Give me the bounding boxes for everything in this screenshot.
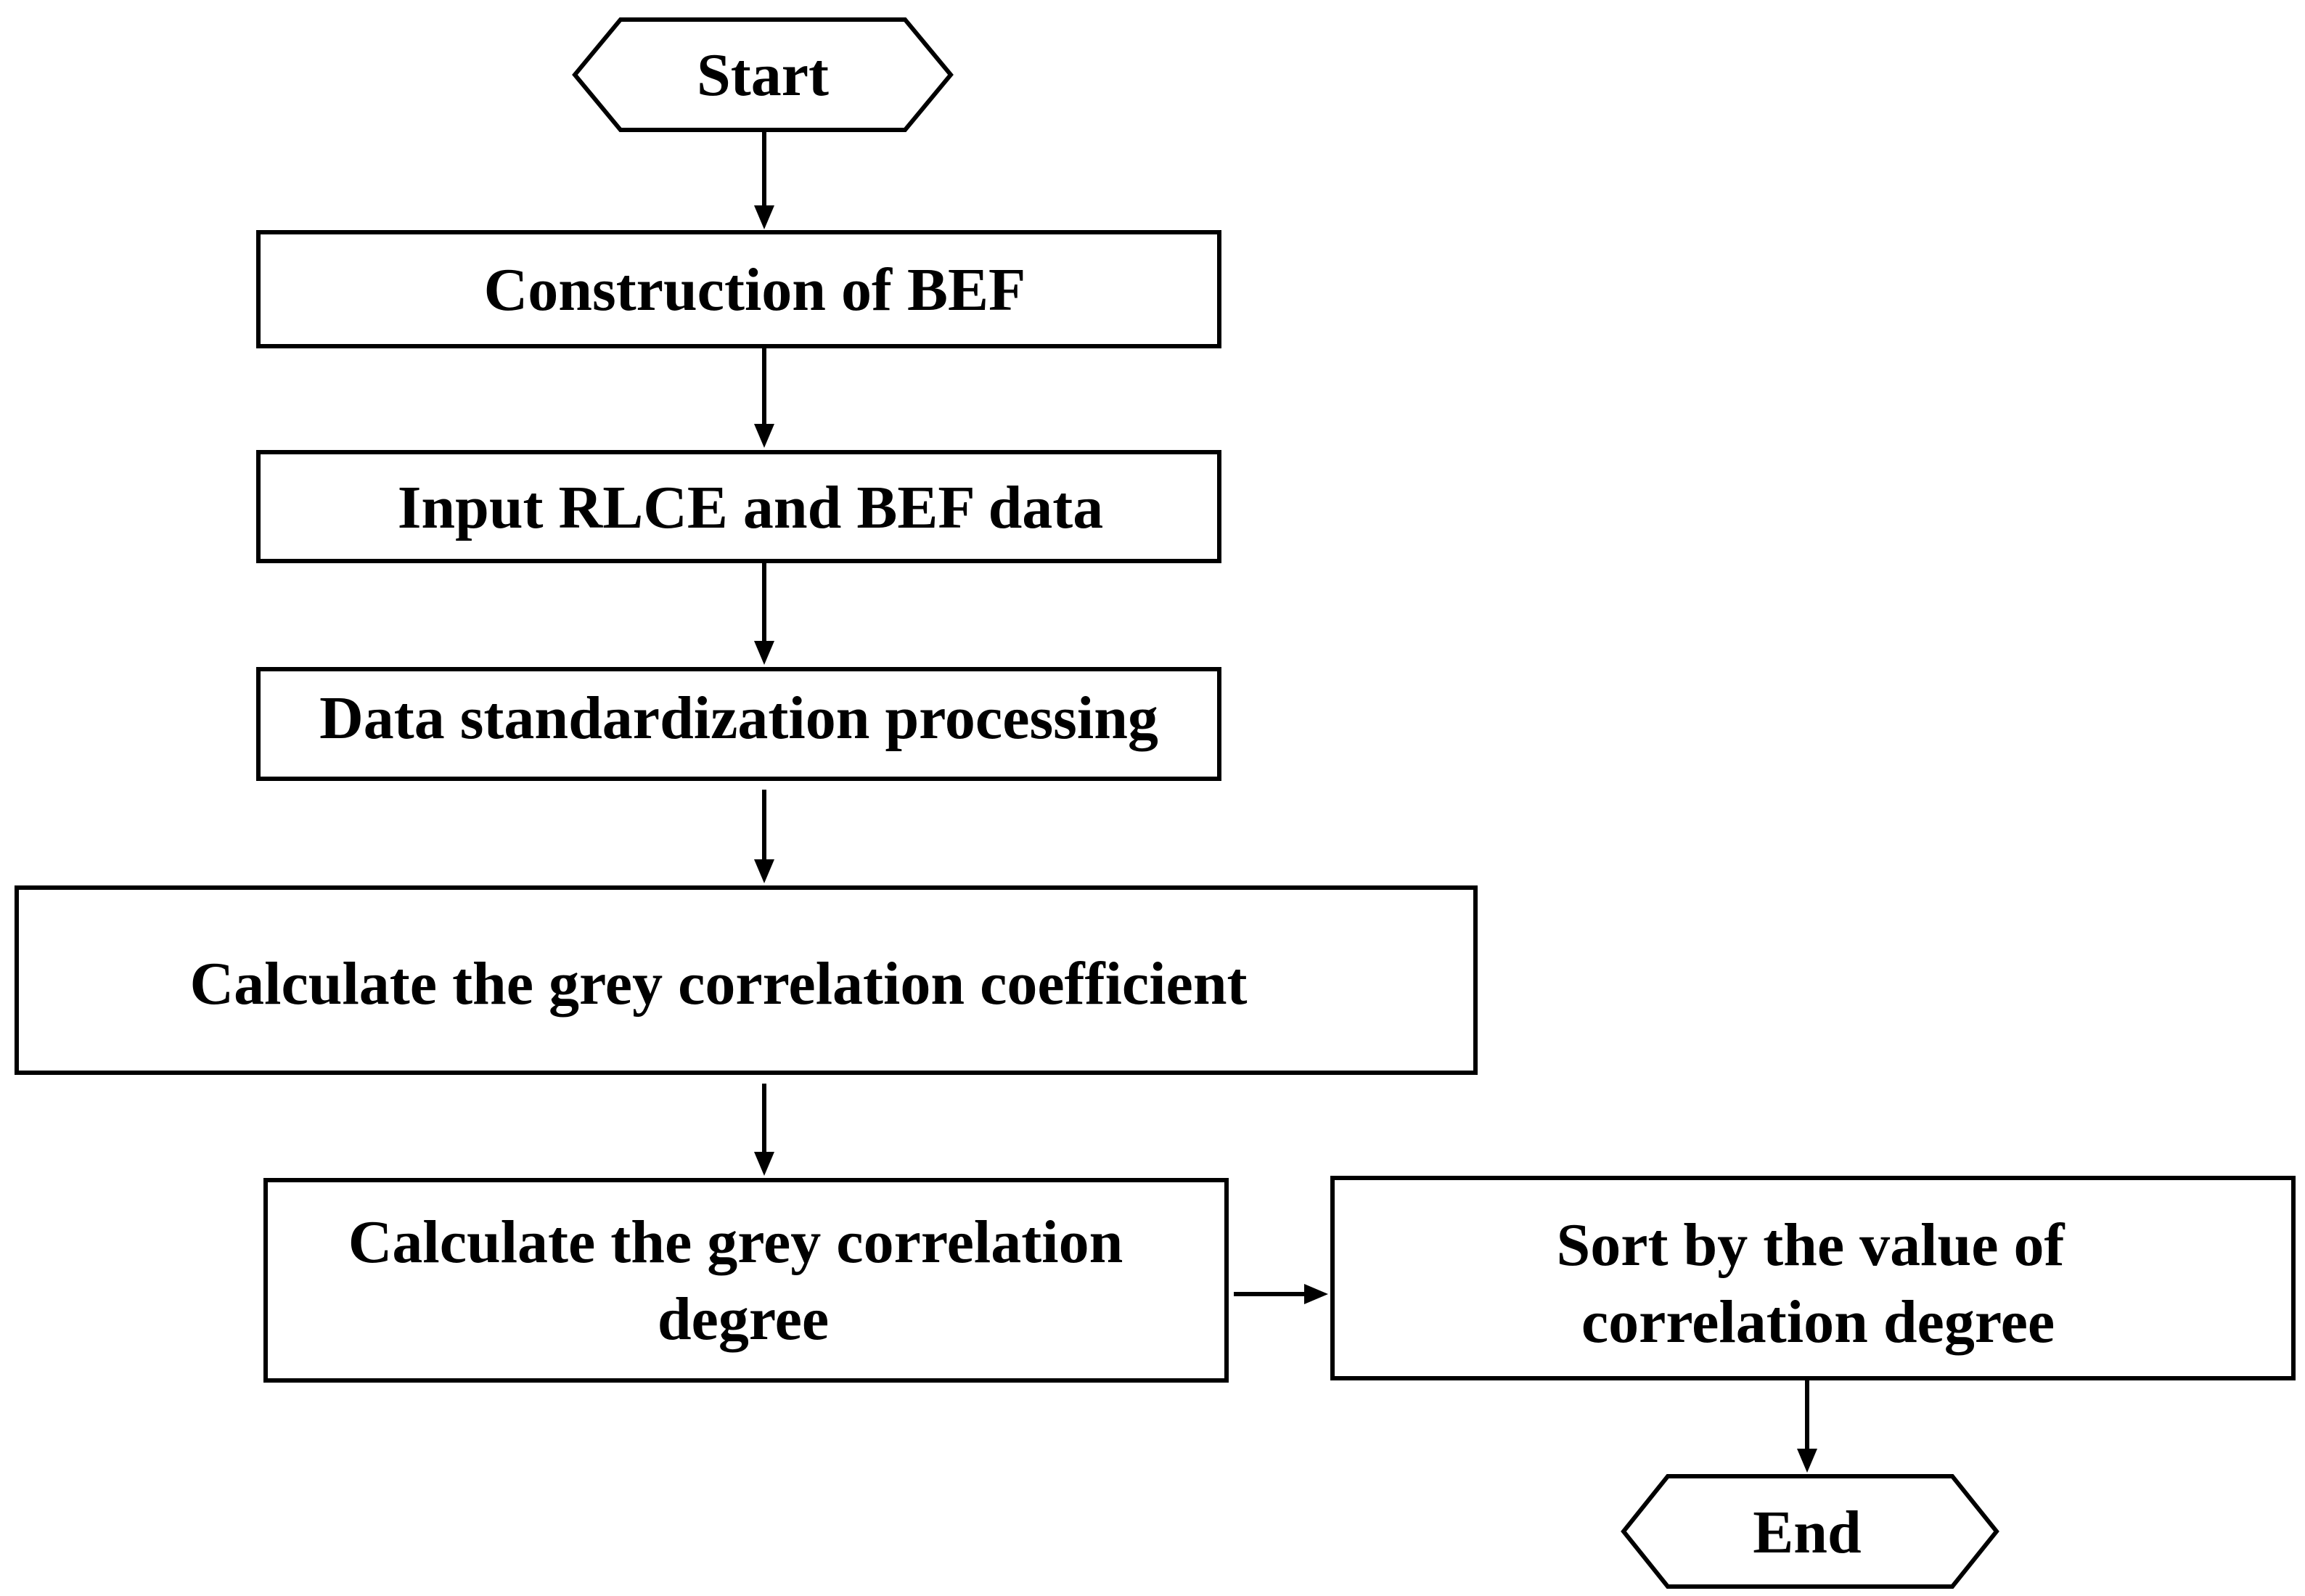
node-sort: Sort by the value of correlation degree xyxy=(1330,1176,2296,1380)
input-box xyxy=(256,450,1221,563)
sort-label-line-1: Sort by the value of xyxy=(1557,1211,2066,1279)
start-label: Start xyxy=(697,41,829,109)
node-input: Input RLCE and BEF data xyxy=(256,450,1221,563)
arrowhead-right xyxy=(1304,1284,1328,1304)
sort-label: Sort by the value of correlation degree xyxy=(1557,1211,2080,1356)
arrowhead-down xyxy=(754,641,774,665)
edge-coefficient-degree xyxy=(754,1084,774,1176)
degree-label-line-1: Calculate the grey correlation xyxy=(348,1208,1123,1276)
edge-input-standardization xyxy=(754,561,774,665)
arrowhead-down xyxy=(754,859,774,883)
input-label-line: Input RLCE and BEF data xyxy=(398,474,1104,541)
degree-label-line-2: degree xyxy=(658,1285,829,1353)
node-degree: Calculate the grey correlation degree xyxy=(263,1178,1229,1383)
edge-standardization-coefficient xyxy=(754,790,774,883)
sort-box xyxy=(1330,1176,2296,1380)
construction-box xyxy=(256,230,1221,348)
coefficient-label-line: Calculate the grey correlation coefficie… xyxy=(189,950,1247,1018)
node-coefficient: Calculate the grey correlation coefficie… xyxy=(15,885,1478,1075)
start-terminal-shape xyxy=(572,17,954,132)
node-start: Start xyxy=(572,17,954,132)
coefficient-label: Calculate the grey correlation coefficie… xyxy=(189,950,1247,1018)
start-label-line: Start xyxy=(697,41,829,109)
input-label: Input RLCE and BEF data xyxy=(398,474,1104,541)
coefficient-box xyxy=(15,885,1478,1075)
standardization-box xyxy=(256,667,1221,781)
end-label: End xyxy=(1753,1499,1861,1566)
arrowhead-down xyxy=(754,205,774,229)
degree-label: Calculate the grey correlation degree xyxy=(348,1208,1139,1353)
edge-construction-input xyxy=(754,346,774,448)
arrowhead-down xyxy=(754,424,774,448)
sort-label-line-2: correlation degree xyxy=(1581,1288,2055,1356)
construction-label-line: Construction of BEF xyxy=(484,256,1026,324)
end-terminal-shape xyxy=(1621,1474,1999,1589)
degree-box xyxy=(263,1178,1229,1383)
node-construction: Construction of BEF xyxy=(256,230,1221,348)
standardization-label: Data standardization processing xyxy=(319,684,1158,752)
arrowhead-down xyxy=(1797,1449,1817,1473)
standardization-label-line: Data standardization processing xyxy=(319,684,1158,752)
construction-label: Construction of BEF xyxy=(484,256,1026,324)
edge-sort-end xyxy=(1797,1378,1817,1473)
edge-degree-sort xyxy=(1234,1284,1328,1304)
node-standardization: Data standardization processing xyxy=(256,667,1221,781)
node-end: End xyxy=(1621,1474,1999,1589)
arrowhead-down xyxy=(754,1152,774,1176)
end-label-line: End xyxy=(1753,1499,1861,1566)
edge-start-construction xyxy=(754,130,774,229)
